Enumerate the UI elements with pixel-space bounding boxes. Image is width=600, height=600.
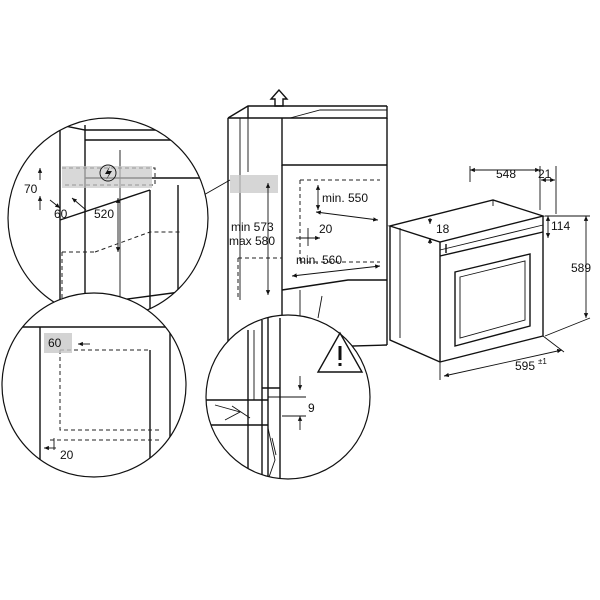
callout-line-bottom (317, 295, 323, 319)
label-70: 70 (24, 182, 38, 196)
label-min-550: min. 550 (322, 191, 368, 205)
label-114: 114 (551, 219, 570, 233)
up-arrow-icon (269, 88, 289, 107)
label-60-bottom: 60 (48, 336, 62, 350)
detail-circle-top (7, 117, 209, 319)
label-min-573: min 573 (231, 220, 274, 234)
label-9: 9 (308, 401, 315, 415)
label-60-top: 60 (54, 207, 68, 221)
label-min-560: min. 560 (296, 253, 342, 267)
label-max-580: max 580 (229, 234, 275, 248)
circle-top-dimensions (37, 168, 121, 252)
label-21: 21 (538, 167, 552, 181)
label-tolerance: ±1 (538, 357, 547, 366)
label-520: 520 (94, 207, 114, 221)
label-595: 595 (515, 359, 535, 373)
oven-unit (387, 199, 546, 363)
circle-bottom-dimensions (44, 341, 90, 451)
label-589: 589 (571, 261, 591, 275)
lightning-icon (99, 164, 117, 182)
label-548: 548 (496, 167, 516, 181)
circle-middle-dimensions (268, 376, 306, 430)
detail-circle-bottom (1, 292, 187, 478)
warning-triangle-icon (316, 331, 364, 373)
label-20-bottom: 20 (60, 448, 74, 462)
oven-dimensions (427, 166, 591, 380)
cabinet-dimensions (265, 183, 381, 295)
label-20-cabinet: 20 (319, 222, 333, 236)
label-18: 18 (436, 222, 450, 236)
